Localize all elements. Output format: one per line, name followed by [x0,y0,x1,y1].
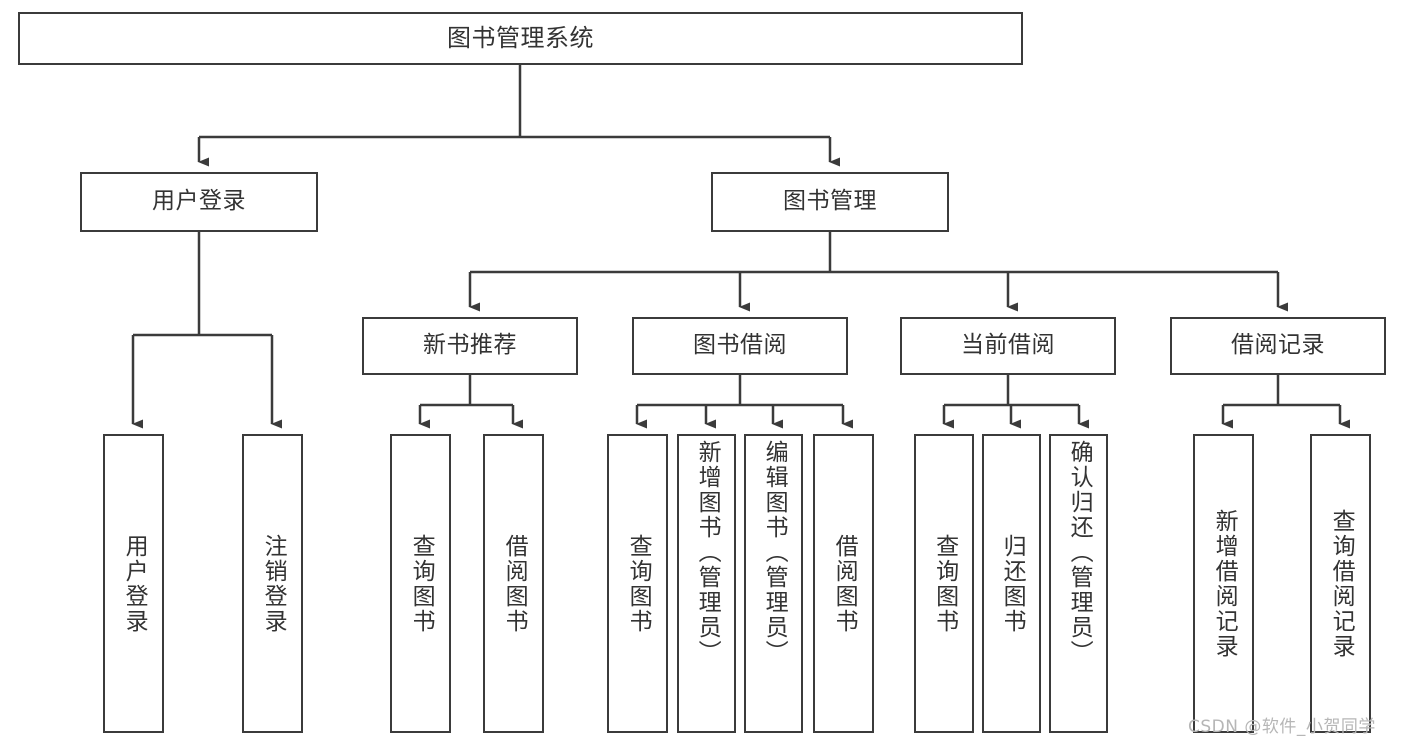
node-borrow-record[interactable]: 借阅记录 [1170,317,1386,375]
node-label: 归还图书 [999,533,1026,634]
leaf-text-wrap: 查询图书 [609,436,666,731]
node-leaf-confirm-return[interactable]: 确认归还（管理员） [1049,434,1108,733]
node-label: 图书借阅 [693,332,787,359]
node-label: 新增借阅记录 [1211,508,1238,659]
node-label: 图书管理系统 [447,24,594,53]
leaf-text-wrap: 借阅图书 [485,436,542,731]
leaf-text-wrap: 确认归还（管理员） [1051,436,1106,735]
leaf-text-wrap: 新增借阅记录 [1195,436,1252,731]
leaf-text-wrap: 用户登录 [105,436,162,731]
node-new-book-recommend[interactable]: 新书推荐 [362,317,578,375]
node-label: 查询图书 [408,533,435,634]
node-current-borrow[interactable]: 当前借阅 [900,317,1116,375]
node-leaf-return-book[interactable]: 归还图书 [982,434,1041,733]
leaf-text-wrap: 归还图书 [984,436,1039,731]
node-label: 借阅记录 [1231,332,1325,359]
node-leaf-edit-book[interactable]: 编辑图书（管理员） [744,434,803,733]
node-book-borrow[interactable]: 图书借阅 [632,317,848,375]
node-label: 确认归还（管理员） [1066,440,1093,665]
node-leaf-query-book-3[interactable]: 查询图书 [914,434,974,733]
node-leaf-query-record[interactable]: 查询借阅记录 [1310,434,1371,733]
node-book-management[interactable]: 图书管理 [711,172,949,232]
leaf-text-wrap: 查询借阅记录 [1312,436,1369,731]
leaf-text-wrap: 借阅图书 [815,436,872,731]
node-leaf-borrow-book-1[interactable]: 借阅图书 [483,434,544,733]
node-label: 用户登录 [152,188,246,215]
node-label: 当前借阅 [961,332,1055,359]
node-label: 编辑图书（管理员） [761,440,788,665]
leaf-text-wrap: 编辑图书（管理员） [746,436,801,735]
csdn-watermark: CSDN @软件_小贺同学 [1188,717,1376,737]
node-leaf-logout-login[interactable]: 注销登录 [242,434,303,733]
node-label: 查询图书 [931,533,958,634]
node-label: 新增图书（管理员） [694,440,721,665]
node-leaf-query-book-2[interactable]: 查询图书 [607,434,668,733]
node-leaf-user-login[interactable]: 用户登录 [103,434,164,733]
node-leaf-query-book-1[interactable]: 查询图书 [390,434,451,733]
node-leaf-add-record[interactable]: 新增借阅记录 [1193,434,1254,733]
node-leaf-borrow-book-2[interactable]: 借阅图书 [813,434,874,733]
leaf-text-wrap: 查询图书 [392,436,449,731]
node-label: 查询借阅记录 [1328,508,1355,659]
node-label: 借阅图书 [501,533,528,634]
node-root-system[interactable]: 图书管理系统 [18,12,1023,65]
node-label: 查询图书 [625,533,652,634]
node-user-login[interactable]: 用户登录 [80,172,318,232]
node-label: 借阅图书 [831,533,858,634]
leaf-text-wrap: 查询图书 [916,436,972,731]
node-label: 用户登录 [121,533,148,634]
node-leaf-add-book[interactable]: 新增图书（管理员） [677,434,736,733]
node-label: 图书管理 [783,188,877,215]
node-label: 注销登录 [260,533,287,634]
leaf-text-wrap: 注销登录 [244,436,301,731]
node-label: 新书推荐 [423,332,517,359]
leaf-text-wrap: 新增图书（管理员） [679,436,734,735]
